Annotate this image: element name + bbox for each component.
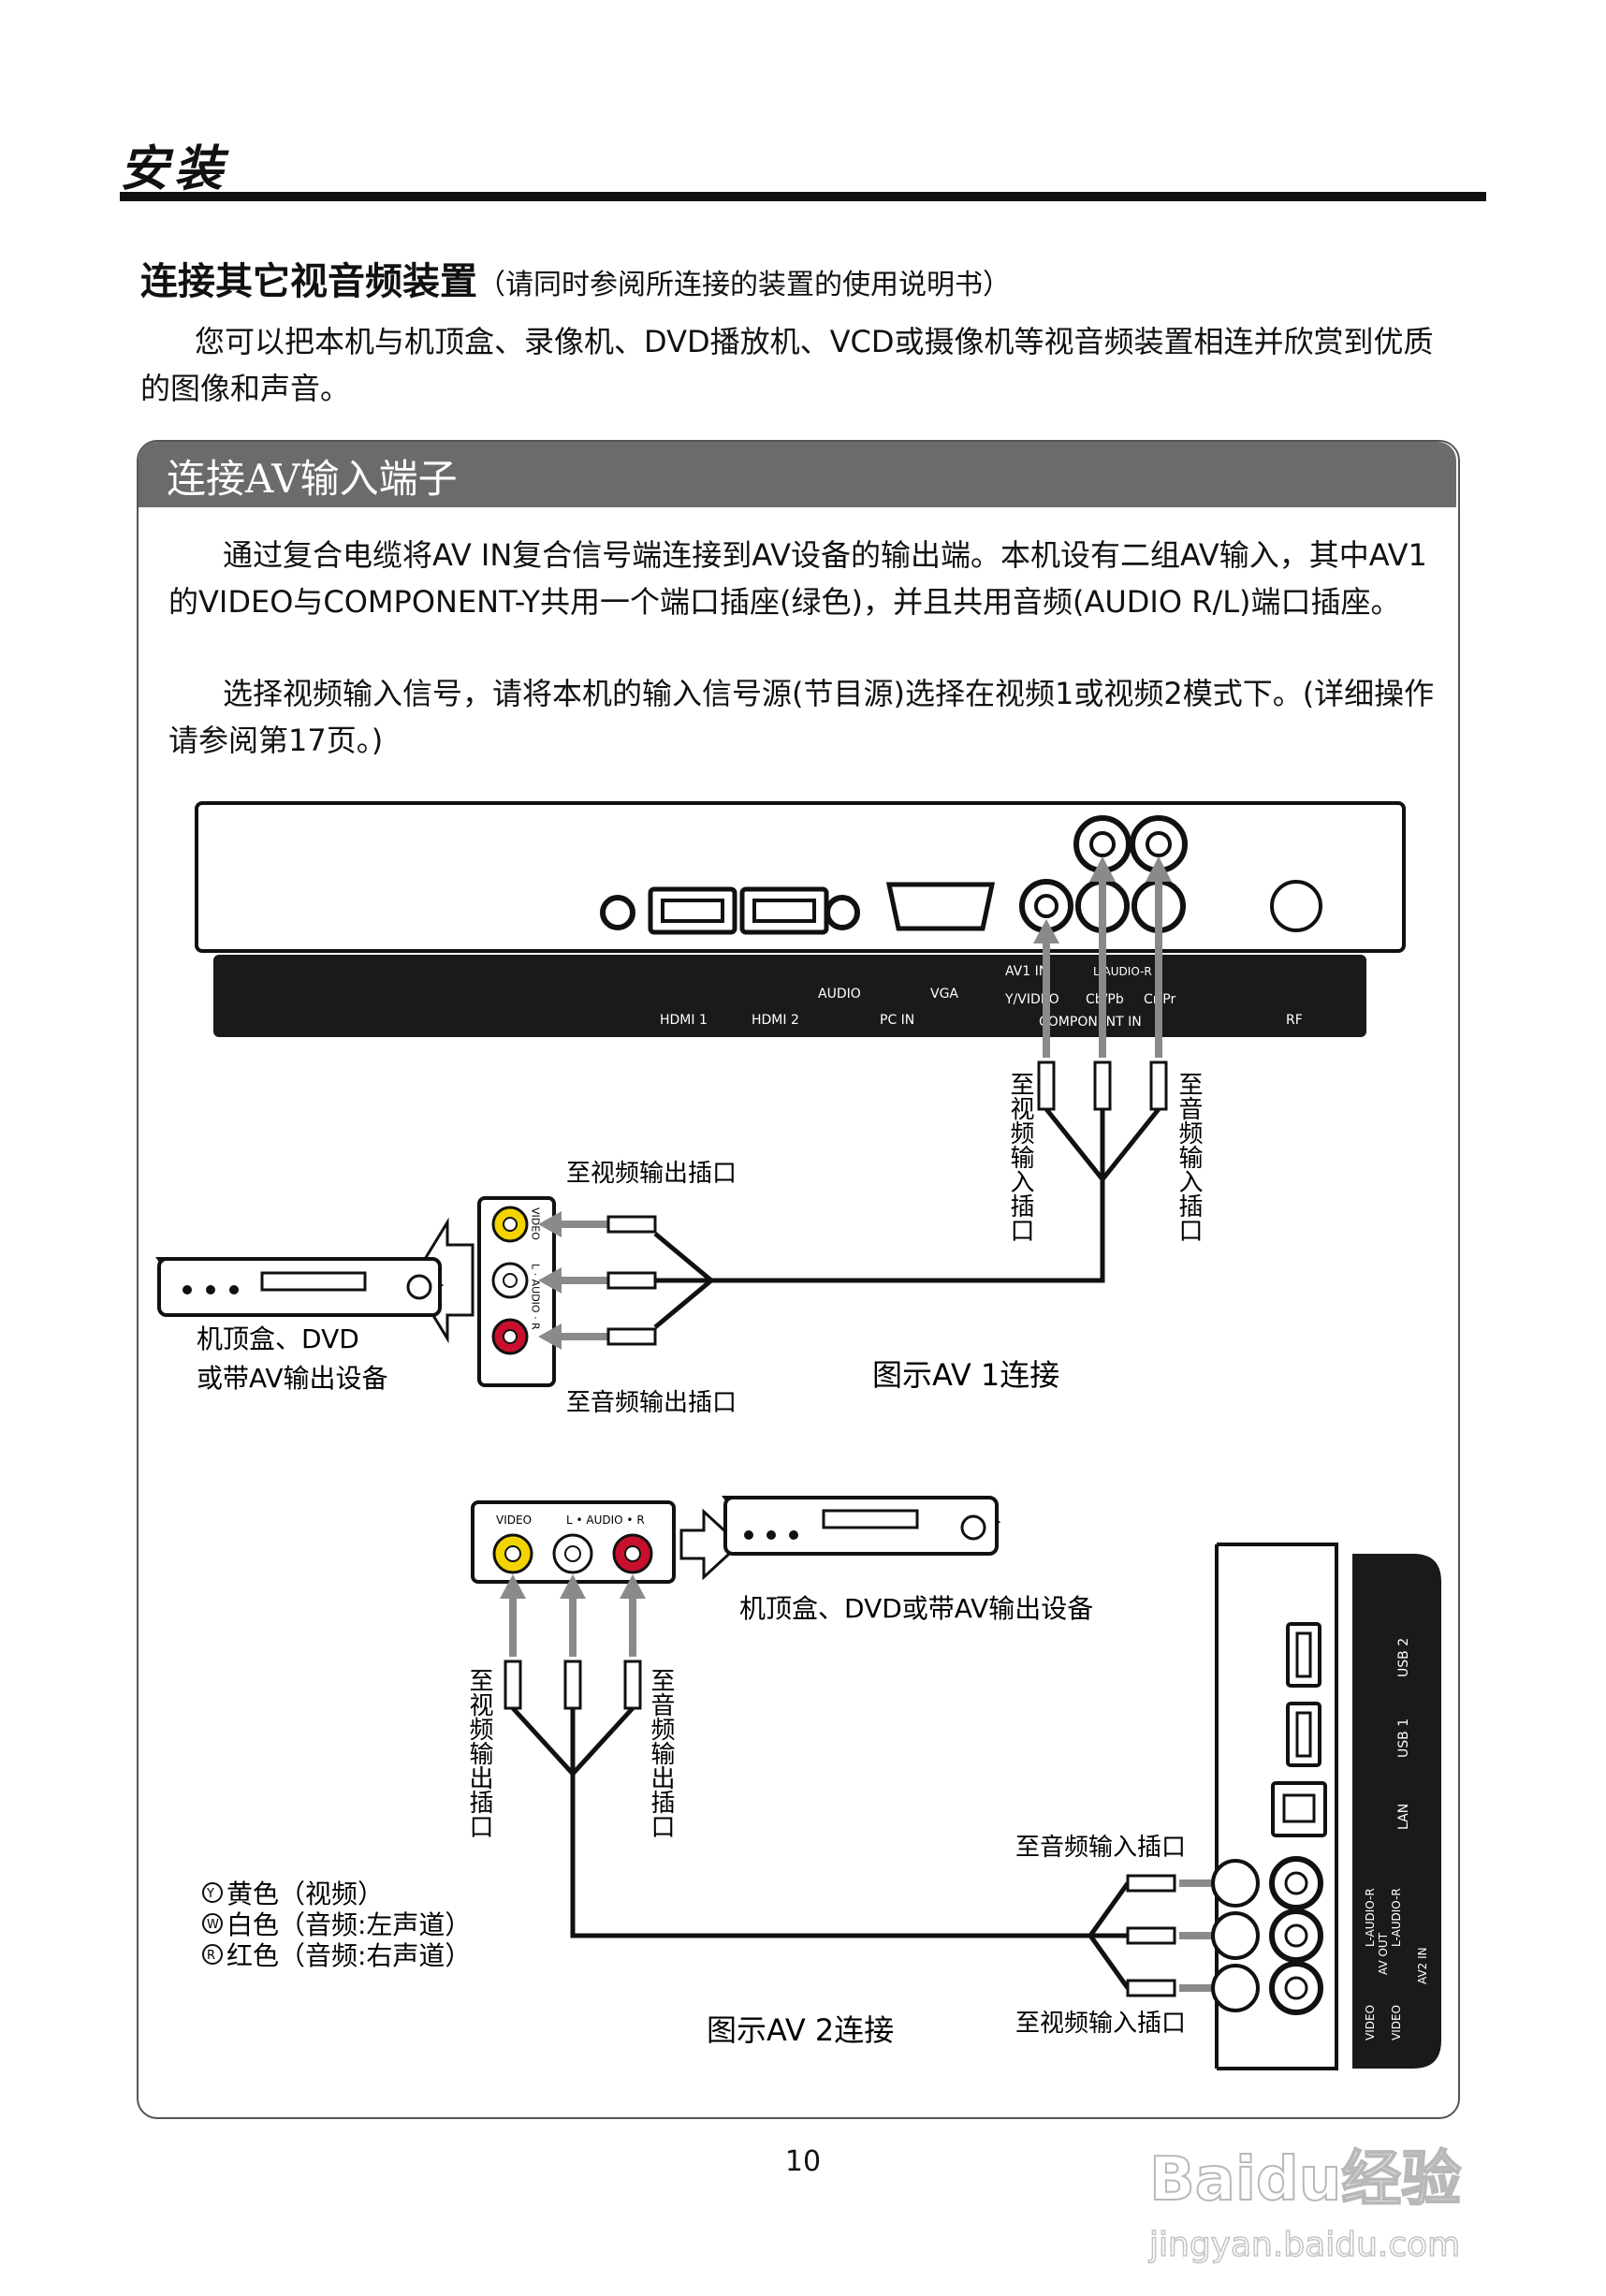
intro-paragraph: 您可以把本机与机顶盒、录像机、DVD播放机、VCD或摄像机等视音频装置相连并欣赏…	[140, 324, 1434, 406]
tv-label-hdmi1: HDMI 1	[660, 1013, 708, 1028]
header-rule	[120, 192, 1486, 201]
av1-device-label-2: 或带AV输出设备	[197, 1363, 388, 1394]
audio-jack-icon	[825, 895, 860, 930]
svg-text:AV2 IN: AV2 IN	[1416, 1947, 1429, 1984]
svg-text:L · AUDIO · R: L · AUDIO · R	[530, 1264, 542, 1330]
vga-port-icon	[885, 882, 996, 931]
section-note: （请同时参阅所连接的装置的使用说明书）	[477, 269, 1011, 301]
rf-jack-icon	[1270, 880, 1322, 932]
tv-label-audio: AUDIO	[818, 987, 861, 1002]
av-paragraph-1: 通过复合电缆将AV IN复合信号端连接到AV设备的输出端。本机设有二组AV输入，…	[168, 537, 1427, 620]
tv-label-hdmi2: HDMI 2	[752, 1013, 799, 1028]
av-panel-frame	[137, 440, 1460, 2119]
watermark-url: jingyan.baidu.com	[1148, 2226, 1460, 2264]
tv-label-pcin: PC IN	[880, 1013, 914, 1028]
svg-text:VIDEO: VIDEO	[496, 1514, 532, 1527]
tv-side-panel: USB 2 USB 1 LAN L-AUDIO-R AV OUT L-AUDIO…	[1211, 1543, 1441, 2070]
av1-device-label-1: 机顶盒、DVD	[197, 1323, 359, 1354]
av2-audio-in-label: 至音频输入插口	[1015, 1834, 1186, 1862]
color-legend: Y 黄色（视频） W 白色（音频:左声道） R 红色（音频:右声道）	[202, 1879, 471, 1971]
svg-text:L-AUDIO-R: L-AUDIO-R	[1364, 1888, 1377, 1947]
svg-text:USB 2: USB 2	[1396, 1638, 1411, 1677]
svg-text:L-AUDIO-R: L-AUDIO-R	[1390, 1888, 1403, 1947]
av-paragraph-2: 选择视频输入信号，请将本机的输入信号源(节目源)选择在视频1或视频2模式下。(详…	[168, 676, 1435, 758]
av2-up-arrows	[500, 1574, 646, 1657]
av2-caption: 图示AV 2连接	[707, 2012, 894, 2048]
tv-label-vga: VGA	[930, 987, 958, 1002]
headphone-jack-icon	[600, 895, 635, 930]
tv-label-audio-lr: L-AUDIO-R	[1093, 965, 1152, 978]
baidu-watermark: Baidu经验 jingyan.baidu.com	[1147, 2144, 1462, 2265]
av1-left-arrows	[538, 1211, 608, 1350]
av1-caption: 图示AV 1连接	[872, 1357, 1059, 1393]
svg-text:W: W	[207, 1918, 219, 1932]
av1-cable	[653, 1107, 1161, 1329]
av-panel-heading: 连接AV输入端子	[167, 456, 458, 502]
av1-video-out-label: 至视频输出插口	[566, 1160, 737, 1188]
page-header-title: 安装	[120, 140, 229, 197]
av1-up-arrows	[1033, 856, 1172, 1058]
tv-label-av1in: AV1 IN	[1005, 964, 1048, 979]
av2-audio-output-vertical-label: 至音频输出插口	[647, 1668, 675, 1838]
av2-video-in-label: 至视频输入插口	[1015, 2010, 1186, 2038]
svg-text:VIDEO: VIDEO	[1390, 2005, 1403, 2040]
watermark-brand: Baidu经验	[1149, 2145, 1461, 2215]
svg-text:Y: Y	[206, 1887, 214, 1901]
av2-cable	[511, 1706, 1131, 1990]
page-number: 10	[784, 2145, 822, 2178]
section-title-text: 连接其它视音频装置	[140, 260, 477, 303]
legend-red: 红色（音频:右声道）	[226, 1940, 471, 1971]
av1-audio-out-label: 至音频输出插口	[566, 1389, 737, 1417]
svg-text:LAN: LAN	[1396, 1804, 1411, 1830]
svg-text:AV OUT: AV OUT	[1377, 1932, 1390, 1975]
av2-source-jack-panel: VIDEO L • AUDIO • R	[471, 1500, 676, 1584]
tv-label-rf: RF	[1286, 1013, 1303, 1028]
legend-white: 白色（音频:左声道）	[226, 1909, 471, 1940]
svg-text:L • AUDIO • R: L • AUDIO • R	[566, 1514, 645, 1527]
legend-yellow: 黄色（视频）	[226, 1879, 384, 1909]
av1-video-input-vertical-label: 至视频输入插口	[1006, 1072, 1034, 1242]
av2-source-device-icon	[721, 1496, 1001, 1556]
av-panel-heading-bar	[139, 442, 1456, 507]
av1-audio-input-vertical-label: 至音频输入插口	[1175, 1072, 1203, 1242]
av1-source-device-icon	[155, 1257, 444, 1317]
svg-text:VIDEO: VIDEO	[1364, 2005, 1377, 2040]
tv-label-component: COMPONENT IN	[1039, 1015, 1142, 1030]
av2-video-output-vertical-label: 至视频输出插口	[465, 1668, 493, 1838]
section-title: 连接其它视音频装置（请同时参阅所连接的装置的使用说明书）	[140, 251, 1011, 305]
svg-text:VIDEO: VIDEO	[530, 1207, 542, 1240]
svg-text:USB 1: USB 1	[1396, 1718, 1411, 1758]
svg-text:R: R	[207, 1949, 215, 1963]
av2-device-label: 机顶盒、DVD或带AV输出设备	[739, 1593, 1093, 1624]
av2-hollow-arrow	[679, 1508, 742, 1581]
av1-source-jack-panel: VIDEO L · AUDIO · R	[477, 1196, 556, 1387]
